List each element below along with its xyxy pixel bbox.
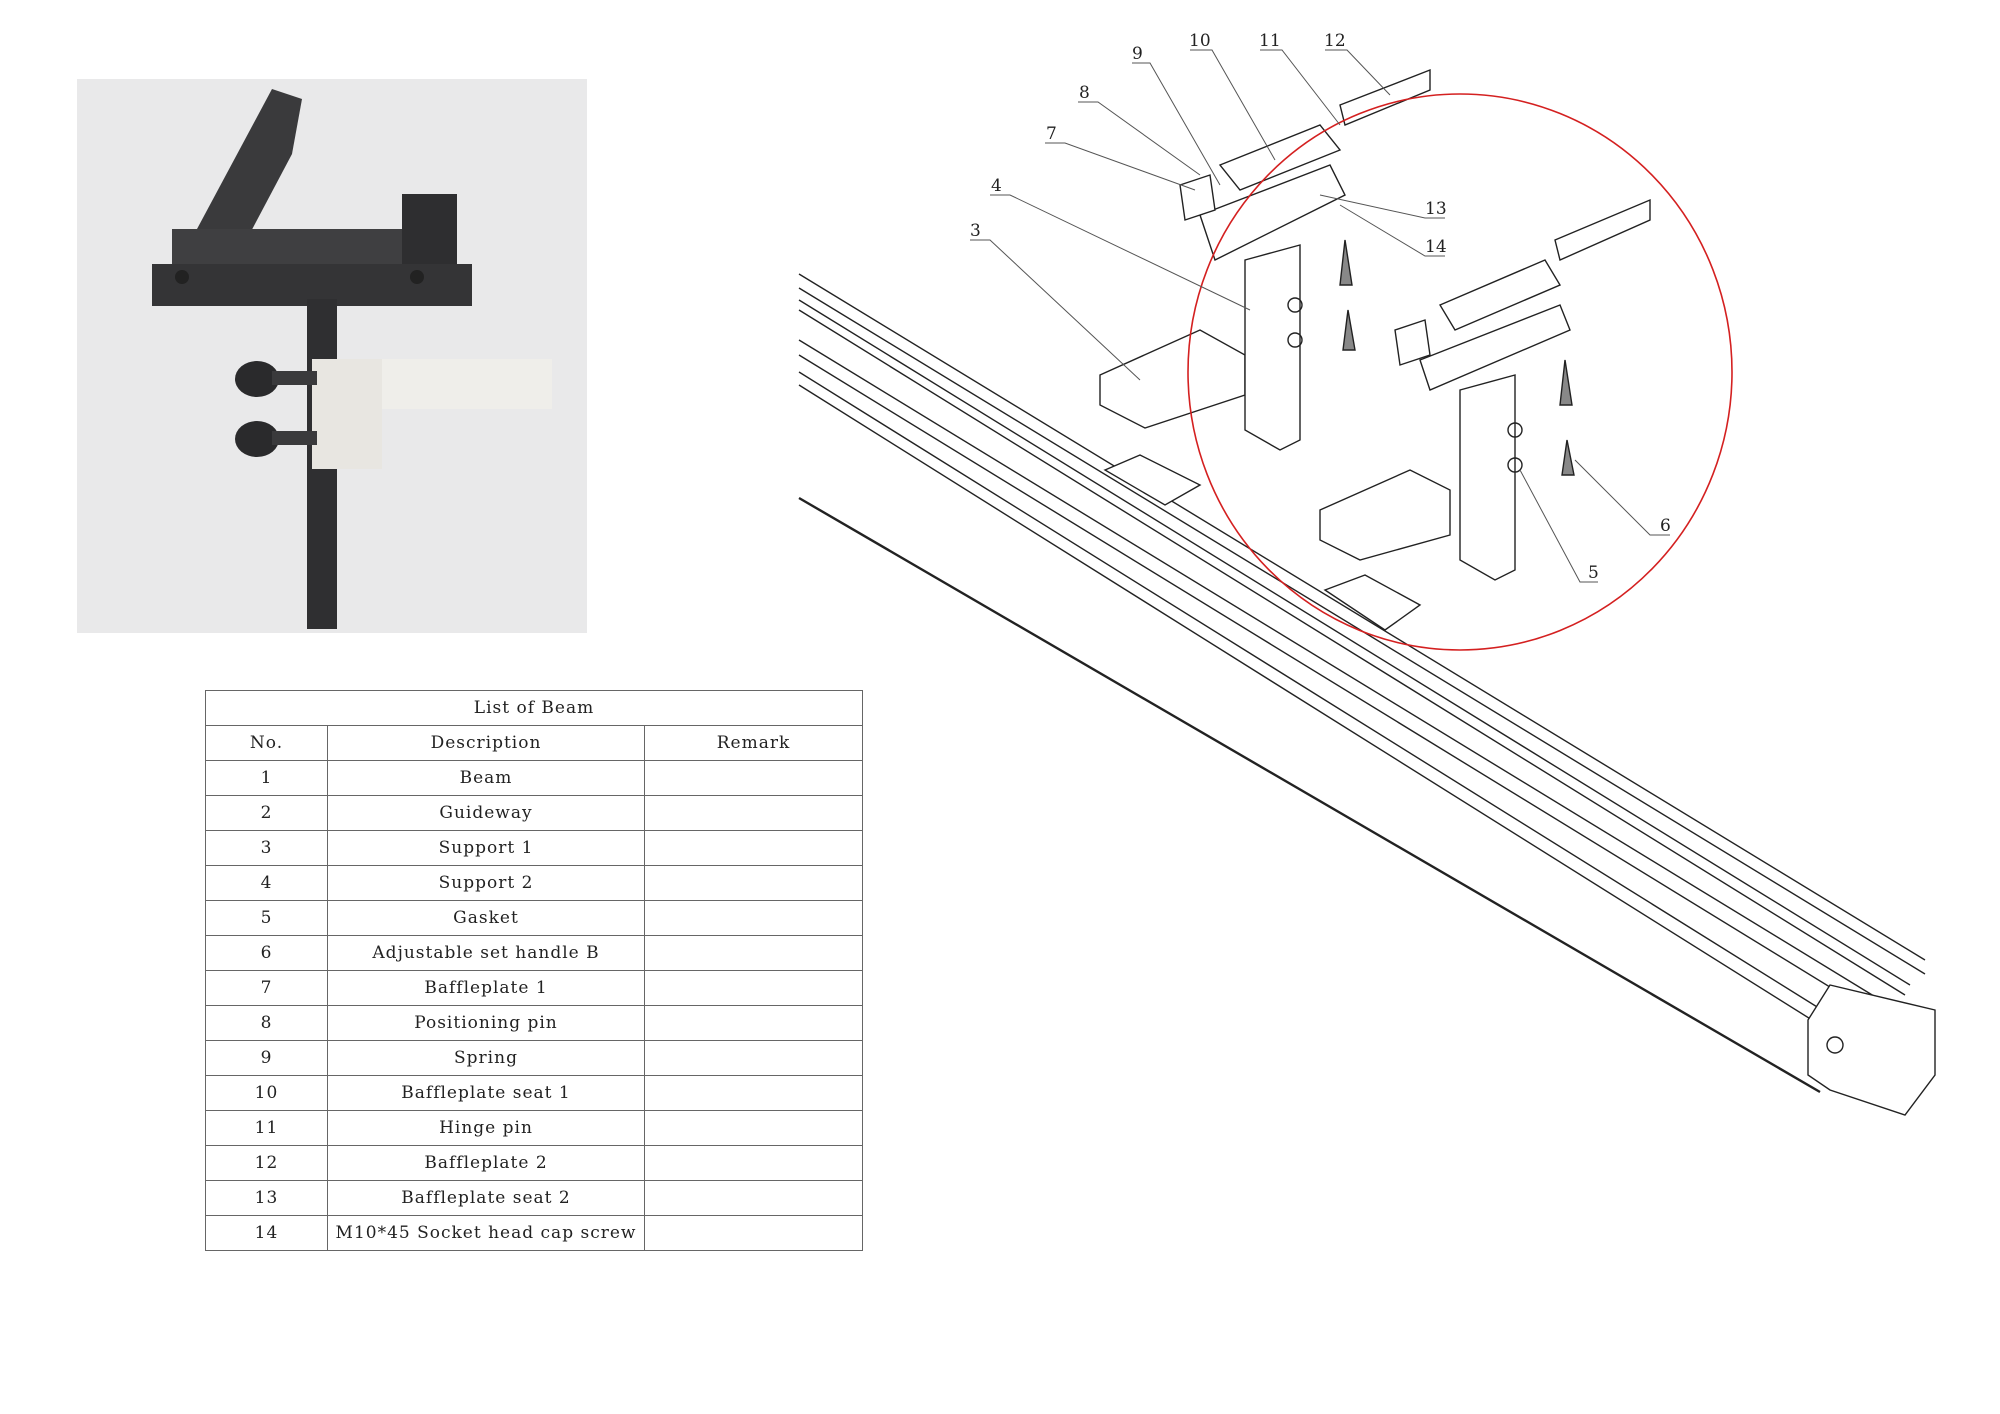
guideway-rail: [798, 273, 1926, 996]
cell-description: Spring: [327, 1040, 645, 1076]
callout-12: 12: [1324, 31, 1346, 51]
cell-description: Guideway: [327, 795, 645, 831]
cell-no: 14: [205, 1215, 328, 1251]
cell-description: Baffleplate seat 1: [327, 1075, 645, 1111]
cell-description: Baffleplate 1: [327, 970, 645, 1006]
cell-remark: [644, 760, 863, 796]
cell-remark: [644, 1075, 863, 1111]
callout-13: 13: [1425, 199, 1447, 219]
cell-remark: [644, 970, 863, 1006]
cell-no: 10: [205, 1075, 328, 1111]
callout-14: 14: [1425, 237, 1447, 257]
cell-no: 12: [205, 1145, 328, 1181]
callout-10: 10: [1189, 31, 1211, 51]
header-no: No.: [205, 725, 328, 761]
cell-remark: [644, 1040, 863, 1076]
callout-3: 3: [970, 221, 981, 241]
callout-8: 8: [1079, 83, 1090, 103]
callout-6: 6: [1660, 516, 1671, 536]
cell-remark: [644, 795, 863, 831]
cell-no: 1: [205, 760, 328, 796]
callout-leaders: [970, 49, 1670, 583]
cell-remark: [644, 830, 863, 866]
highlight-circle: [1187, 93, 1733, 651]
cell-no: 6: [205, 935, 328, 971]
cell-no: 11: [205, 1110, 328, 1146]
cell-remark: [644, 935, 863, 971]
cell-no: 8: [205, 1005, 328, 1041]
cell-no: 5: [205, 900, 328, 936]
cell-description: Baffleplate 2: [327, 1145, 645, 1181]
cell-description: Hinge pin: [327, 1110, 645, 1146]
cell-description: Gasket: [327, 900, 645, 936]
cell-remark: [644, 1215, 863, 1251]
cell-remark: [644, 900, 863, 936]
cell-remark: [644, 1005, 863, 1041]
support-assembly-left: [1099, 68, 1431, 451]
cell-no: 2: [205, 795, 328, 831]
slider-block: [1103, 454, 1422, 631]
handles: [1287, 239, 1575, 476]
beam: [798, 339, 1906, 1094]
cell-description: M10*45 Socket head cap screw: [327, 1215, 645, 1251]
cell-no: 3: [205, 830, 328, 866]
callout-9: 9: [1132, 44, 1143, 64]
cell-description: Support 2: [327, 865, 645, 901]
cell-no: 9: [205, 1040, 328, 1076]
support-assembly-right: [1319, 198, 1651, 581]
cell-remark: [644, 865, 863, 901]
callout-labels: 3 4 7 8 9 10 11 12 13 14 5 6: [970, 31, 1671, 583]
cell-description: Support 1: [327, 830, 645, 866]
table-title: List of Beam: [205, 690, 863, 726]
cell-no: 7: [205, 970, 328, 1006]
cell-description: Beam: [327, 760, 645, 796]
cell-no: 13: [205, 1180, 328, 1216]
rail-end-block: [1807, 984, 1936, 1116]
cell-remark: [644, 1110, 863, 1146]
header-remark: Remark: [644, 725, 863, 761]
callout-5: 5: [1588, 563, 1599, 583]
callout-11: 11: [1259, 31, 1281, 51]
cell-remark: [644, 1145, 863, 1181]
cell-description: Positioning pin: [327, 1005, 645, 1041]
cell-no: 4: [205, 865, 328, 901]
header-description: Description: [327, 725, 645, 761]
product-photo: [77, 79, 587, 633]
cell-description: Baffleplate seat 2: [327, 1180, 645, 1216]
cell-remark: [644, 1180, 863, 1216]
cell-description: Adjustable set handle B: [327, 935, 645, 971]
callout-4: 4: [991, 176, 1002, 196]
callout-7: 7: [1046, 124, 1057, 144]
